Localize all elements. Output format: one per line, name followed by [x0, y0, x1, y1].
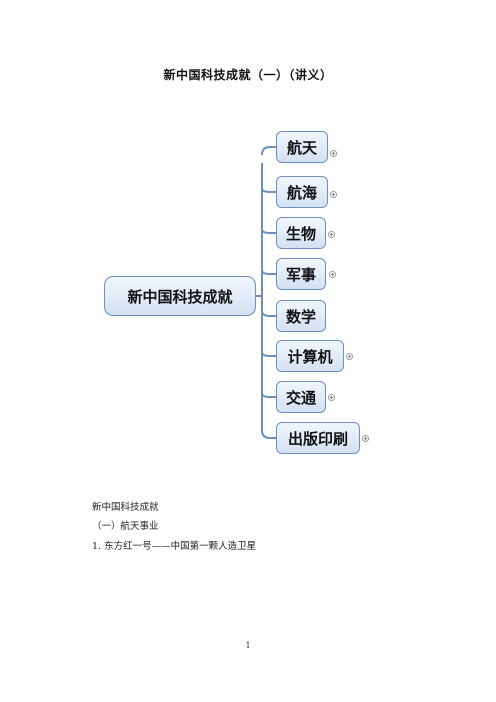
mind-map-branch-aerospace[interactable]: 航天	[276, 131, 328, 163]
section-heading: （一）航天事业	[92, 521, 159, 532]
plus-circle-icon[interactable]	[330, 150, 337, 157]
mind-map-branch-military[interactable]: 军事	[276, 258, 326, 290]
page-number: 1	[245, 641, 251, 650]
plus-circle-icon[interactable]	[328, 394, 335, 401]
mind-map-center-node: 新中国科技成就	[104, 276, 256, 316]
plus-circle-icon[interactable]	[346, 353, 353, 360]
mind-map-branch-mathematics[interactable]: 数学	[276, 300, 326, 332]
plus-circle-icon[interactable]	[330, 191, 337, 198]
mind-map-branch-transportation[interactable]: 交通	[276, 381, 326, 413]
body-heading: 新中国科技成就	[92, 502, 159, 513]
plus-circle-icon[interactable]	[328, 231, 335, 238]
list-item: 1. 东方红一号——中国第一颗人造卫星	[92, 541, 257, 552]
plus-circle-icon[interactable]	[362, 435, 369, 442]
document-title: 新中国科技成就（一）（讲义）	[163, 68, 333, 82]
plus-circle-icon[interactable]	[329, 271, 336, 278]
mind-map-branch-publishing[interactable]: 出版印刷	[276, 422, 360, 454]
mind-map-branch-navigation[interactable]: 航海	[276, 176, 328, 208]
mind-map-branch-biology[interactable]: 生物	[276, 217, 326, 249]
mind-map-branch-computer[interactable]: 计算机	[276, 340, 344, 372]
